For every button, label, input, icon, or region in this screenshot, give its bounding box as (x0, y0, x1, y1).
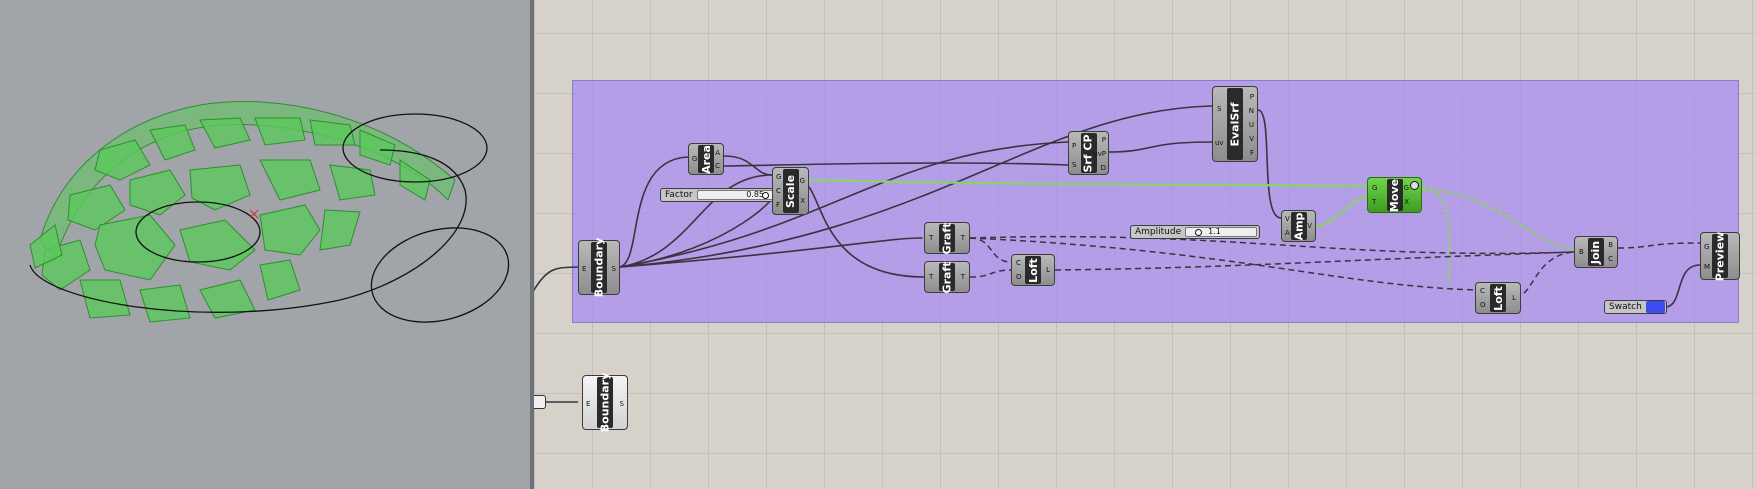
factor-slider-value: 0.85 (746, 190, 764, 199)
area-component[interactable]: Area G A C (688, 143, 724, 175)
srf-cp-output-uvp[interactable]: uvP (1093, 150, 1106, 158)
swatch-component[interactable]: Swatch (1604, 300, 1667, 314)
evalsrf-label: EvalSrf (1228, 101, 1242, 147)
boundary-label: Boundary (592, 237, 606, 298)
srf-cp-component[interactable]: Srf CP P S P uvP D (1068, 131, 1109, 175)
join-output-b[interactable]: B (1608, 241, 1613, 249)
boundary-input-e[interactable]: E (582, 265, 587, 273)
loft-1-input-c[interactable]: C (1016, 259, 1021, 267)
grasshopper-canvas[interactable]: Boundary E S Area G A C Factor 0.85 Scal… (534, 0, 1756, 489)
viewport-splitter[interactable] (530, 0, 534, 489)
move-output-x[interactable]: X (1404, 198, 1409, 206)
move-input-t[interactable]: T (1372, 198, 1377, 206)
scale-component[interactable]: Scale G C F G X (772, 167, 809, 215)
srf-cp-output-p[interactable]: P (1101, 136, 1106, 144)
amp-input-a[interactable]: A (1285, 229, 1290, 237)
boundary-lone-input-e[interactable]: E (586, 400, 591, 408)
area-input-g[interactable]: G (692, 155, 698, 163)
evalsrf-output-n[interactable]: N (1248, 107, 1254, 115)
amp-label: Amp (1292, 212, 1306, 240)
move-input-g[interactable]: G (1372, 184, 1378, 192)
boundary-lone-label: Boundary (598, 372, 612, 433)
factor-slider-track[interactable]: 0.85 (696, 190, 781, 200)
preview-input-m[interactable]: M (1704, 263, 1711, 271)
srf-cp-output-d[interactable]: D (1100, 164, 1106, 172)
loft-2-output-l[interactable]: L (1512, 294, 1516, 302)
loft-2-label: Loft (1491, 285, 1505, 311)
preview-label: Preview (1713, 231, 1727, 281)
boundary-component[interactable]: Boundary E S (578, 237, 620, 298)
loft-component-1[interactable]: Loft C O L (1011, 254, 1055, 286)
scale-input-g[interactable]: G (776, 173, 782, 181)
preview-input-g[interactable]: G (1704, 243, 1710, 251)
graft-2-input-t[interactable]: T (929, 273, 934, 281)
srf-cp-input-s[interactable]: S (1072, 161, 1077, 169)
scale-input-f[interactable]: F (776, 201, 781, 209)
area-output-c[interactable]: C (715, 162, 720, 170)
evalsrf-component[interactable]: EvalSrf S uv P N U V F (1212, 86, 1258, 162)
scale-label: Scale (784, 174, 798, 208)
loft-1-output-l[interactable]: L (1046, 266, 1050, 274)
target-icon (1410, 181, 1419, 190)
preview-component[interactable]: Preview G M (1700, 231, 1740, 281)
swatch-label: Swatch (1609, 302, 1642, 312)
graft-component-2[interactable]: Graft T T (924, 261, 970, 293)
graft-2-output-t[interactable]: T (960, 273, 965, 281)
area-label: Area (699, 144, 713, 174)
scale-output-x[interactable]: X (800, 197, 805, 205)
amplitude-slider-value: 1.1 (1208, 227, 1221, 236)
amplitude-slider[interactable]: Amplitude 1.1 (1130, 225, 1260, 239)
srf-cp-input-p[interactable]: P (1072, 142, 1077, 150)
join-component[interactable]: Join B B C (1574, 236, 1618, 268)
join-input-b[interactable]: B (1579, 248, 1584, 256)
factor-slider-knob[interactable] (761, 192, 769, 199)
boundary-component-lone[interactable]: Boundary E S (582, 372, 628, 433)
loft-1-input-o[interactable]: O (1016, 273, 1022, 281)
move-label: Move (1388, 178, 1402, 212)
boundary-lone-output-s[interactable]: S (619, 400, 624, 408)
move-component[interactable]: Move G T G X (1367, 177, 1422, 213)
factor-slider[interactable]: Factor 0.85 (660, 188, 784, 202)
amplitude-slider-track[interactable]: 1.1 (1185, 227, 1257, 237)
evalsrf-output-u[interactable]: U (1248, 121, 1254, 129)
graft-component-1[interactable]: Graft T T (924, 222, 970, 254)
graft-1-input-t[interactable]: T (929, 234, 934, 242)
loft-2-input-c[interactable]: C (1480, 287, 1485, 295)
area-output-a[interactable]: A (715, 149, 720, 157)
graft-1-output-t[interactable]: T (960, 234, 965, 242)
amplitude-slider-knob[interactable] (1195, 229, 1203, 236)
graft-2-label: Graft (940, 261, 954, 293)
loft-2-input-o[interactable]: O (1480, 301, 1486, 309)
viewport-geometry (29, 101, 510, 323)
evalsrf-output-p[interactable]: P (1249, 93, 1254, 101)
amplitude-slider-label: Amplitude (1135, 227, 1182, 237)
loft-component-2[interactable]: Loft C O L (1475, 282, 1521, 314)
evalsrf-input-uv[interactable]: uv (1215, 139, 1224, 147)
offscreen-param-stub[interactable] (534, 395, 546, 409)
amp-component[interactable]: Amp V A V (1281, 210, 1316, 242)
move-output-g[interactable]: G (1403, 184, 1409, 192)
evalsrf-output-v[interactable]: V (1249, 135, 1254, 143)
join-output-c[interactable]: C (1608, 255, 1613, 263)
evalsrf-output-f[interactable]: F (1249, 149, 1254, 157)
join-label: Join (1589, 240, 1603, 264)
loft-1-label: Loft (1026, 257, 1040, 283)
evalsrf-input-s[interactable]: S (1217, 105, 1222, 113)
graft-1-label: Graft (940, 222, 954, 254)
swatch-color[interactable] (1645, 301, 1665, 313)
scale-input-c[interactable]: C (776, 187, 781, 195)
boundary-output-s[interactable]: S (611, 265, 616, 273)
scale-output-g[interactable]: G (799, 177, 805, 185)
wires-layer (534, 105, 1701, 403)
rhino-viewport[interactable] (0, 0, 530, 489)
amp-output-v[interactable]: V (1307, 222, 1312, 230)
amp-input-v[interactable]: V (1285, 215, 1290, 223)
factor-slider-label: Factor (665, 190, 693, 200)
